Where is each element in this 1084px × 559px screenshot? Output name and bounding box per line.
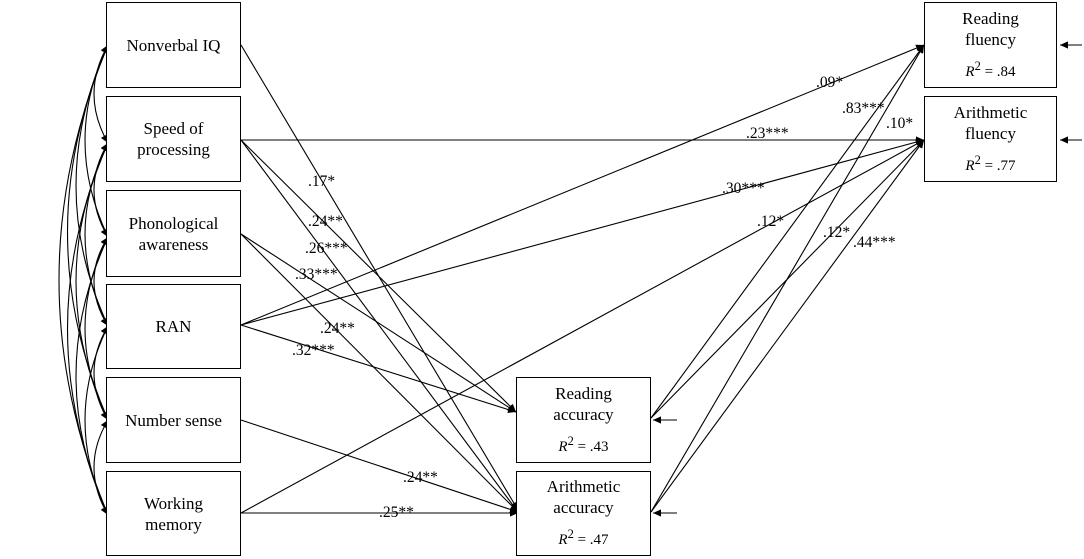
coefficient-label: .09*	[816, 74, 843, 91]
path-phonological-to-arithmetic-accuracy	[240, 233, 519, 513]
coefficient-label: .17*	[308, 173, 335, 190]
r-squared: R2 = .77	[965, 152, 1016, 174]
outcome-box-reading-fluency: Reading fluency R2 = .84	[924, 2, 1057, 88]
coefficient-label: .24**	[320, 320, 355, 337]
residual-arrows	[653, 41, 1082, 517]
outcome-label-line2: accuracy	[553, 404, 614, 424]
path-ran-to-reading-fluency	[240, 44, 925, 326]
predictor-box-speed-of-processing: Speed of processing	[106, 96, 241, 182]
outcome-label-line1: Reading	[555, 383, 612, 403]
coefficient-label: .10*	[886, 115, 913, 132]
coefficient-label: .33***	[295, 266, 338, 283]
coefficient-label: .24**	[403, 469, 438, 486]
regression-paths	[240, 44, 925, 517]
path-number-sense-to-arithmetic-accuracy	[240, 419, 519, 513]
outcome-box-arithmetic-fluency: Arithmetic fluency R2 = .77	[924, 96, 1057, 182]
predictor-box-ran: RAN	[106, 284, 241, 369]
path-speed-to-reading-accuracy	[240, 139, 517, 413]
outcome-label-line1: Reading	[962, 8, 1019, 28]
predictor-label: Working memory	[143, 493, 204, 534]
outcome-label-line1: Arithmetic	[953, 102, 1028, 122]
predictor-box-nonverbal-iq: Nonverbal IQ	[106, 2, 241, 88]
coefficient-label: .30***	[722, 180, 765, 197]
outcome-label-line2: accuracy	[553, 498, 614, 517]
r-squared: R2 = .47	[558, 527, 609, 548]
predictor-label: Phonological awareness	[128, 213, 219, 254]
path-speed-to-arithmetic-accuracy	[240, 139, 519, 513]
path-arithmetic-accuracy-to-arithmetic-fluency	[650, 139, 925, 513]
outcome-box-arithmetic-accuracy: Arithmetic accuracy R2 = .47	[516, 471, 651, 556]
coefficient-labels: .09* .83*** .10* .23*** .17* .30*** .24*…	[292, 74, 913, 521]
coefficient-label: .23***	[746, 125, 789, 142]
predictor-label: Number sense	[125, 410, 222, 430]
coefficient-label: .44***	[853, 234, 896, 251]
coefficient-label: .12*	[757, 213, 784, 230]
coefficient-label: .26***	[305, 240, 348, 257]
predictor-label: Nonverbal IQ	[126, 35, 221, 55]
coefficient-label: .25**	[379, 504, 414, 521]
covariance-arcs	[58, 44, 109, 516]
outcome-label-line2: fluency	[965, 123, 1016, 143]
path-phonological-to-reading-accuracy	[240, 233, 517, 413]
predictor-label: RAN	[155, 317, 192, 336]
outcome-label-line2: fluency	[965, 29, 1016, 49]
predictor-box-working-memory: Working memory	[106, 471, 241, 556]
predictor-label: Speed of processing	[137, 119, 210, 159]
predictor-box-phonological-awareness: Phonological awareness	[106, 190, 241, 277]
coefficient-label: .24**	[308, 213, 343, 230]
coefficient-label: .12*	[823, 224, 850, 241]
path-reading-accuracy-to-reading-fluency	[650, 44, 925, 419]
predictor-box-number-sense: Number sense	[106, 377, 241, 463]
r-squared: R2 = .43	[558, 433, 609, 455]
outcome-box-reading-accuracy: Reading accuracy R2 = .43	[516, 377, 651, 463]
path-working-memory-to-arithmetic-fluency	[240, 139, 925, 514]
coefficient-label: .83***	[842, 100, 885, 117]
r-squared: R2 = .84	[965, 58, 1016, 80]
covariance-arc	[93, 419, 109, 516]
path-ran-to-arithmetic-fluency	[240, 138, 925, 326]
coefficient-label: .32***	[292, 342, 335, 359]
outcome-label-line1: Arithmetic	[546, 477, 621, 496]
path-reading-accuracy-to-arithmetic-fluency	[650, 139, 925, 419]
path-ran-to-reading-accuracy	[240, 324, 517, 414]
